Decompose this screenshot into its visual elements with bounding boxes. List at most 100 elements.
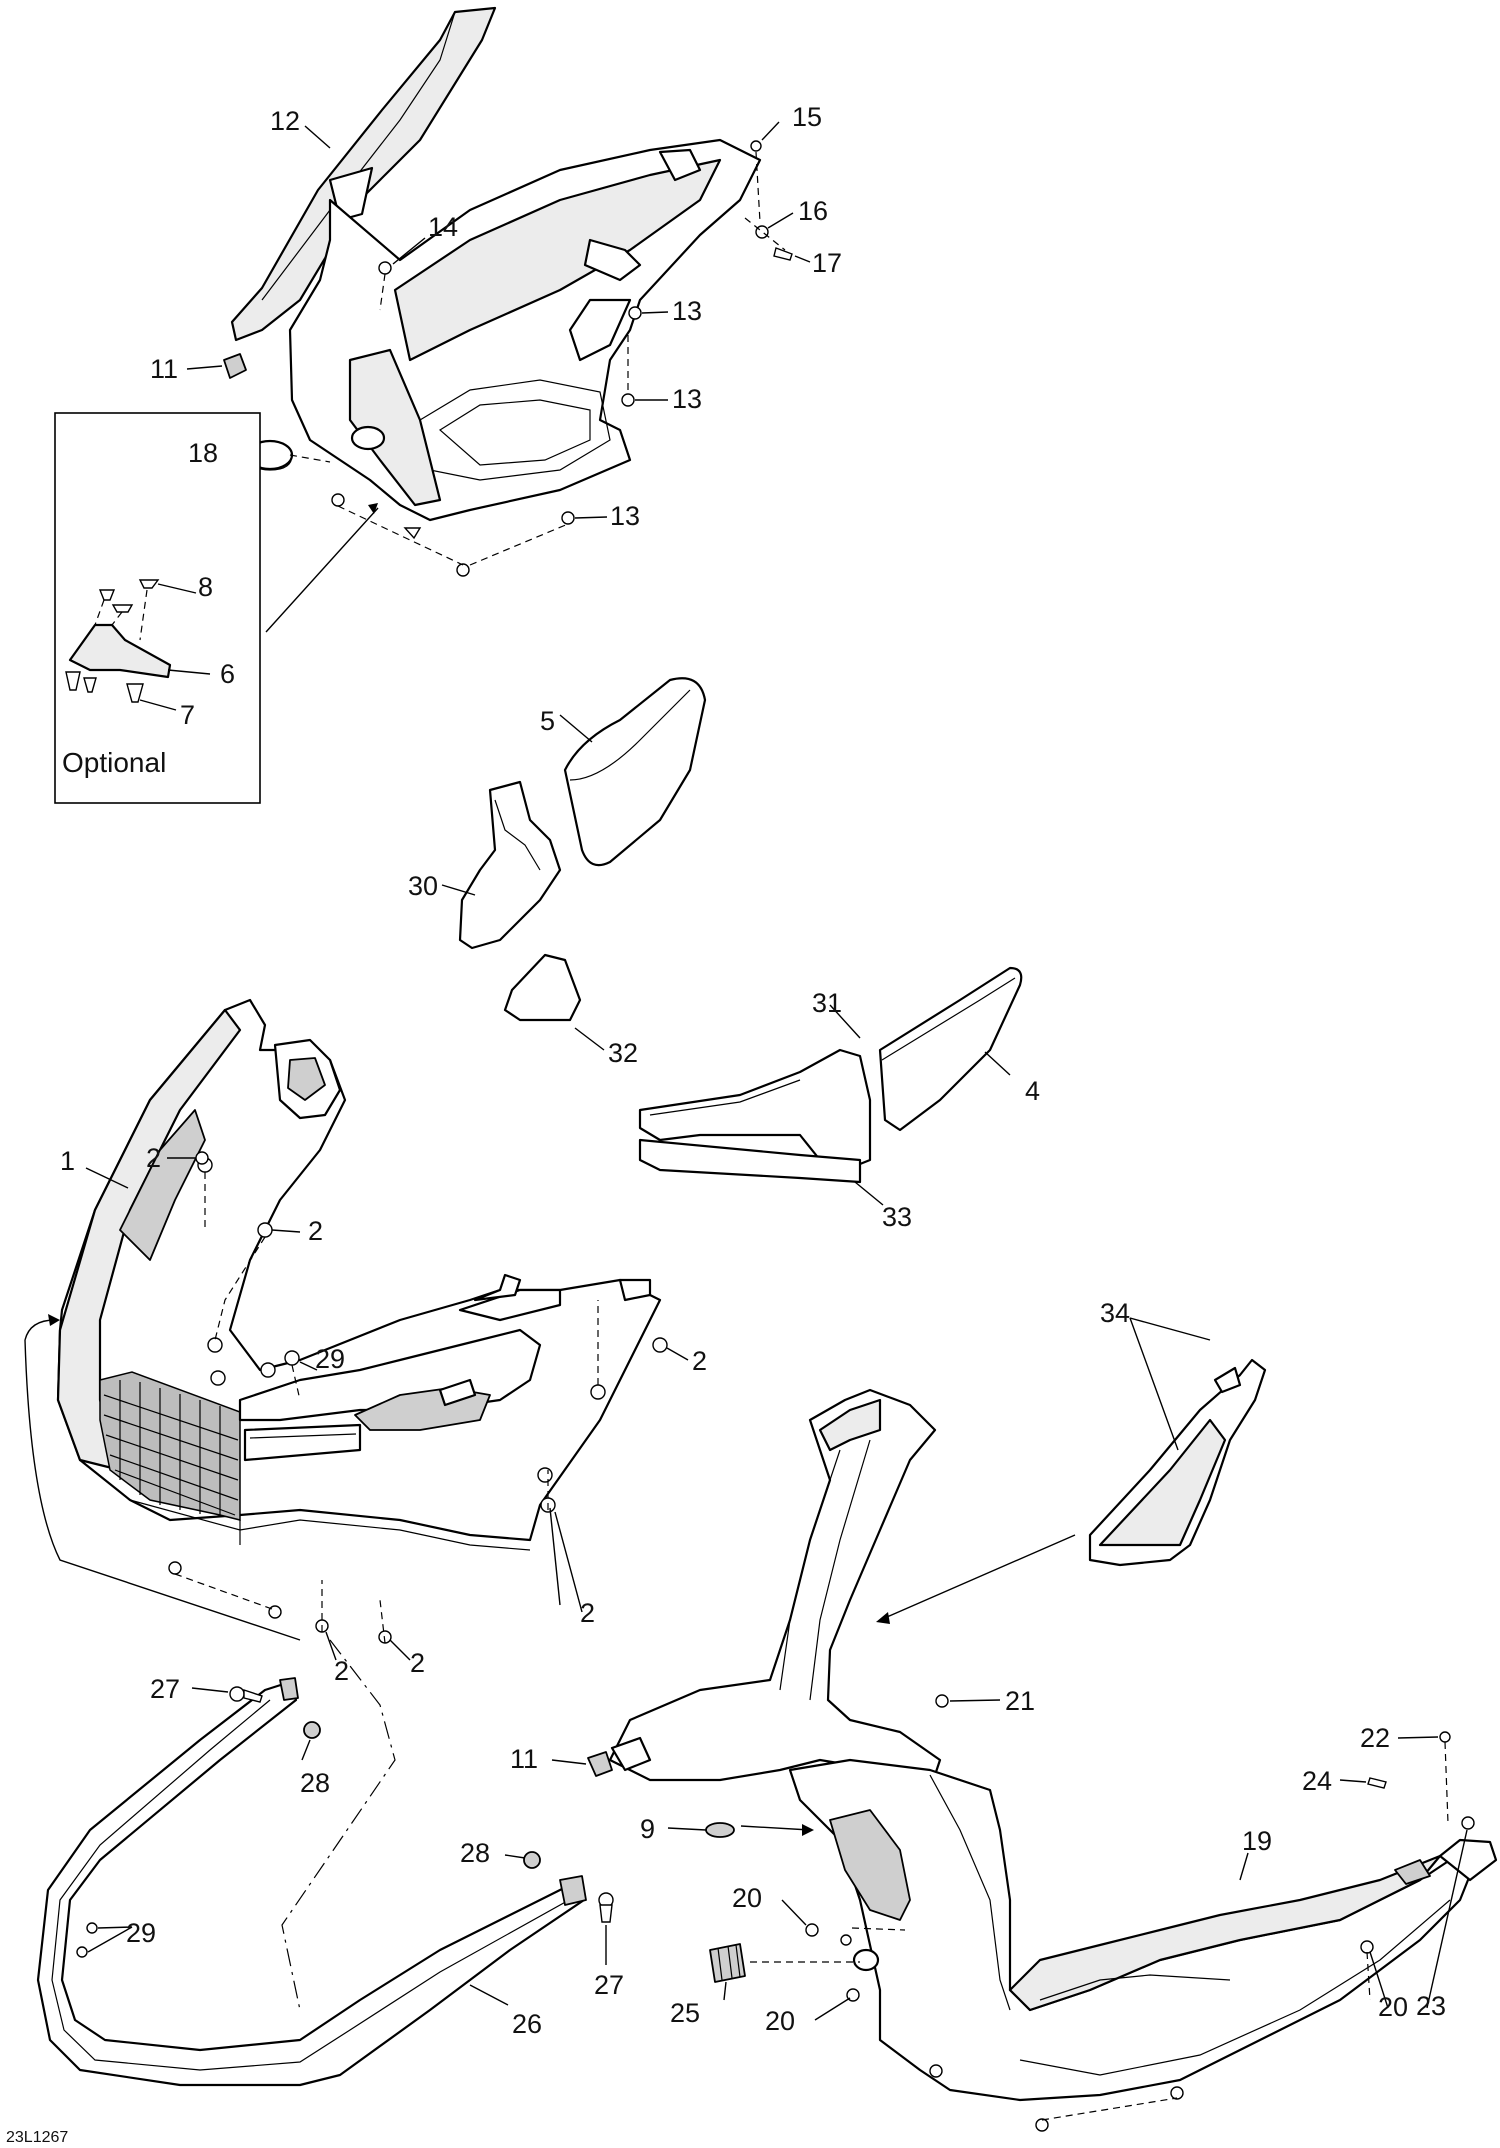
fastener-20 <box>1360 1940 1374 1954</box>
callout-30: 30 <box>408 871 438 901</box>
part-5-foam <box>563 677 707 867</box>
callout-6: 6 <box>220 659 235 689</box>
fastener-29 <box>840 1934 852 1946</box>
fastener-2 <box>195 1151 209 1165</box>
callout-11: 11 <box>150 354 178 384</box>
callout-26: 26 <box>512 2009 542 2039</box>
fastener-29 <box>260 1362 276 1378</box>
callout-18: 18 <box>188 438 218 468</box>
callout-9: 9 <box>640 1814 655 1844</box>
callout-28: 28 <box>300 1768 330 1798</box>
callout-17: 17 <box>812 248 842 278</box>
callout-5: 5 <box>540 706 555 736</box>
callout-2: 2 <box>146 1143 161 1173</box>
fastener-28 <box>303 1721 321 1739</box>
fastener-23 <box>1461 1816 1475 1830</box>
fastener-22 <box>1439 1731 1451 1743</box>
front-body-assembly <box>24 998 689 2011</box>
callout-16: 16 <box>798 196 828 226</box>
bumper-assembly <box>36 1677 614 2087</box>
callout-4: 4 <box>1025 1076 1040 1106</box>
belly-pan-assembly <box>551 1388 1498 2132</box>
fastener-20 <box>805 1923 819 1937</box>
upper-panel-assembly <box>186 6 811 577</box>
fastener-20 <box>1035 2118 1049 2132</box>
fastener-2 <box>268 1605 282 1619</box>
part-33-foam <box>638 1138 862 1184</box>
part-11-clip-upper <box>223 353 247 379</box>
fastener-13 <box>628 306 642 320</box>
fastener-13 <box>331 493 345 507</box>
fastener-20 <box>929 2064 943 2078</box>
fastener-29 <box>76 1946 88 1958</box>
optional-kit-box <box>54 412 379 804</box>
callout-20: 20 <box>732 1883 762 1913</box>
callout-27: 27 <box>594 1970 624 2000</box>
fastener-29 <box>86 1922 98 1934</box>
fastener-2 <box>652 1337 668 1353</box>
callout-7: 7 <box>180 700 195 730</box>
callout-12: 12 <box>270 106 300 136</box>
callout-2: 2 <box>334 1656 349 1686</box>
callout-33: 33 <box>882 1202 912 1232</box>
callout-25: 25 <box>670 1998 700 2028</box>
fastener-17 <box>773 247 793 261</box>
callout-2: 2 <box>692 1346 707 1376</box>
callout-15: 15 <box>792 102 822 132</box>
part-4-foam <box>878 966 1023 1132</box>
callout-29: 29 <box>126 1918 156 1948</box>
fastener-13 <box>561 511 575 525</box>
callout-2: 2 <box>580 1598 595 1628</box>
callout-2: 2 <box>308 1216 323 1246</box>
fastener-2 <box>207 1337 223 1353</box>
callout-11: 11 <box>510 1744 538 1774</box>
fastener-15 <box>750 140 762 152</box>
fastener-13 <box>621 393 635 407</box>
callout-19: 19 <box>1242 1826 1272 1856</box>
fastener-2 <box>590 1384 606 1400</box>
fastener-13 <box>456 563 470 577</box>
callout-2: 2 <box>410 1648 425 1678</box>
callout-27: 27 <box>150 1674 180 1704</box>
fastener-29 <box>284 1350 300 1366</box>
callout-31: 31 <box>812 988 842 1018</box>
fastener-27 <box>229 1686 245 1702</box>
lower-frame-arm <box>608 1388 942 1782</box>
callout-24: 24 <box>1302 1766 1332 1796</box>
fastener-20 <box>1170 2086 1184 2100</box>
callout-20: 20 <box>765 2006 795 2036</box>
callout-1: 1 <box>60 1146 75 1176</box>
part-19-belly-pan <box>788 1758 1472 2102</box>
fastener-24 <box>1367 1777 1387 1789</box>
fastener-28 <box>523 1851 541 1869</box>
part-32-foam <box>503 953 582 1022</box>
callout-34: 34 <box>1100 1298 1130 1328</box>
callout-22: 22 <box>1360 1723 1390 1753</box>
callout-20: 20 <box>1378 1992 1408 2022</box>
fastener-14 <box>378 261 392 275</box>
callout-13: 13 <box>672 296 702 326</box>
callout-13: 13 <box>672 384 702 414</box>
callout-21: 21 <box>1005 1686 1035 1716</box>
callout-13: 13 <box>610 501 640 531</box>
fastener-21 <box>935 1694 949 1708</box>
fastener-2 <box>210 1370 226 1386</box>
fastener-2 <box>168 1561 182 1575</box>
part-34-assembly <box>1088 1317 1267 1567</box>
drawing-code: 23L1267 <box>6 2129 68 2146</box>
fastener-2 <box>257 1222 273 1238</box>
callout-14: 14 <box>428 212 458 242</box>
callout-28: 28 <box>460 1838 490 1868</box>
part-30-foam <box>458 780 562 950</box>
optional-label: Optional <box>62 747 166 778</box>
callout-23: 23 <box>1416 1991 1446 2021</box>
callout-29: 29 <box>315 1344 345 1374</box>
part-11-clip-lower <box>587 1751 613 1777</box>
foam-pieces <box>441 677 1023 1206</box>
part-9-grommet <box>705 1822 735 1838</box>
callout-8: 8 <box>198 572 213 602</box>
callout-32: 32 <box>608 1038 638 1068</box>
part-6-bracket <box>68 623 172 679</box>
